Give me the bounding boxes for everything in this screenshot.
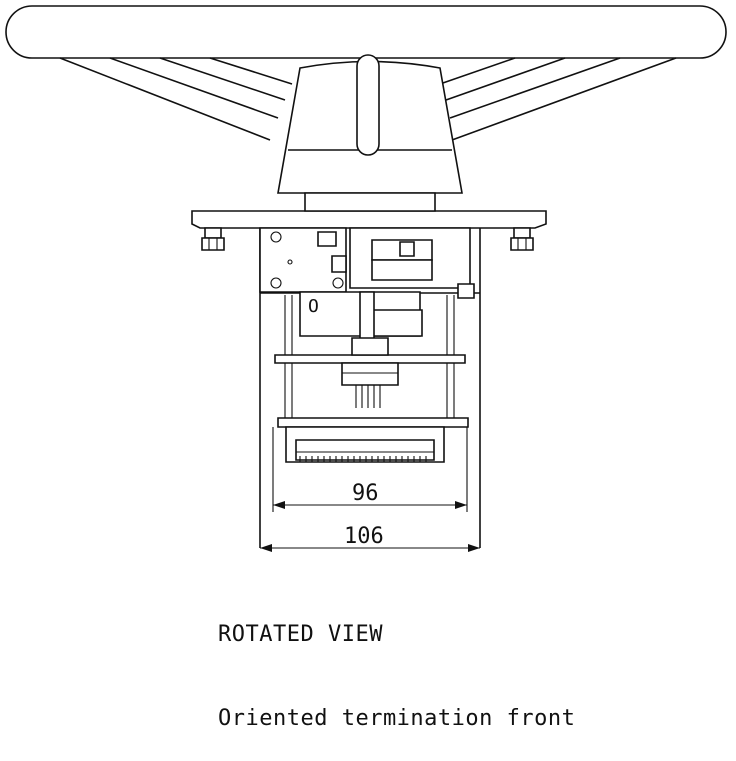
dimension-96: 96 <box>273 427 467 512</box>
dimension-106: 106 <box>260 524 480 552</box>
technical-drawing: O 96 106 <box>0 0 736 552</box>
hub-housing <box>278 55 462 193</box>
frame-body: O <box>260 228 480 548</box>
caption-line-1: ROTATED VIEW <box>218 622 383 647</box>
handwheel-spokes <box>60 58 676 140</box>
dimension-label-106: 106 <box>344 524 384 549</box>
view-caption: ROTATED VIEW Oriented termination front <box>218 565 575 761</box>
plate-label: O <box>308 296 319 317</box>
mounting-flange <box>192 193 546 228</box>
flange-nuts <box>202 228 533 250</box>
dimension-label-96: 96 <box>352 481 379 506</box>
caption-line-2: Oriented termination front <box>218 706 576 731</box>
handwheel-rim <box>6 6 726 58</box>
